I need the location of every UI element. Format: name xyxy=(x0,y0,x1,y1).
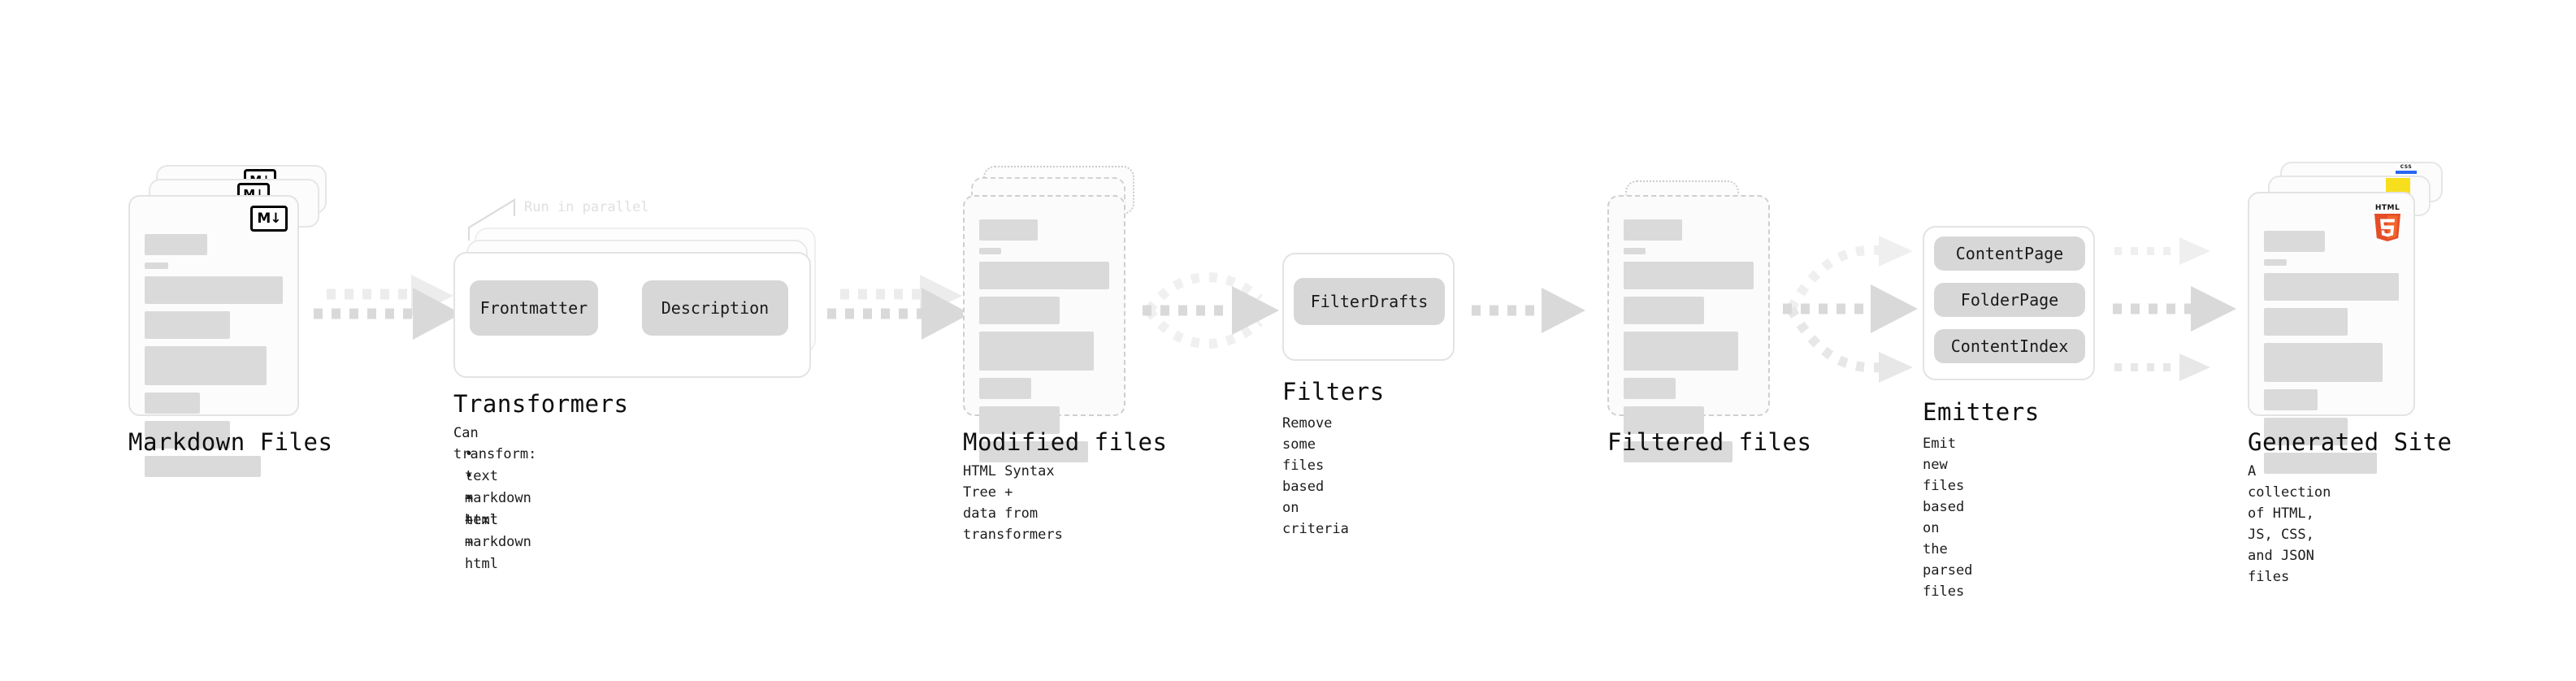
arrow-markdown-to-transformers xyxy=(307,268,478,358)
stage-title-transformers: Transformers xyxy=(453,390,629,418)
skeleton-bar xyxy=(2264,231,2325,252)
skeleton-bars xyxy=(2264,231,2399,481)
skeleton-bars xyxy=(1624,219,1754,470)
stage-title-filters: Filters xyxy=(1282,378,1385,406)
transformers-chip-frontmatter[interactable]: Frontmatter xyxy=(470,280,598,336)
html5-badge: HTML xyxy=(2370,201,2405,243)
skeleton-bar xyxy=(2264,259,2288,266)
markdown-badge: M↓ xyxy=(250,206,288,232)
run-in-parallel-bracket xyxy=(467,193,565,242)
skeleton-bar xyxy=(1624,378,1676,399)
stage-title-generated-site: Generated Site xyxy=(2248,428,2452,456)
stage-title-filtered-files: Filtered files xyxy=(1607,428,1812,456)
generated-site-card: HTML xyxy=(2248,192,2415,474)
filtered-file-card xyxy=(1607,195,1770,462)
js-badge xyxy=(2386,178,2410,194)
skeleton-bar xyxy=(145,276,283,304)
skeleton-bar xyxy=(2264,273,2399,301)
skeleton-bar xyxy=(1624,262,1754,289)
css-badge-label: CSS xyxy=(2400,164,2413,170)
transformers-chip-description[interactable]: Description xyxy=(642,280,788,336)
run-in-parallel-label: Run in parallel xyxy=(524,199,649,215)
arrow-filters-to-filtered xyxy=(1467,283,1605,348)
skeleton-bar xyxy=(979,297,1060,324)
skeleton-bar xyxy=(145,456,261,477)
skeleton-bars xyxy=(145,234,283,484)
skeleton-bar xyxy=(2264,308,2348,336)
skeleton-bar xyxy=(2264,418,2348,445)
generated-site-subtitle: A collection of HTML, JS, CSS, and JSON … xyxy=(2248,463,2331,585)
skeleton-bar xyxy=(1624,441,1733,462)
skeleton-bar xyxy=(145,393,200,414)
skeleton-bar xyxy=(145,346,267,385)
filters-chip-filterdrafts[interactable]: FilterDrafts xyxy=(1294,278,1445,325)
skeleton-bar xyxy=(1624,219,1682,241)
modified-file-card xyxy=(963,195,1125,462)
skeleton-bar xyxy=(979,378,1031,399)
skeleton-bar xyxy=(979,332,1094,371)
transformers-bullet-1: • markdown → markdown xyxy=(465,468,531,550)
skeleton-bar xyxy=(2264,389,2318,410)
arrow-transformers-to-modified xyxy=(821,268,983,358)
stage-title-modified-files: Modified files xyxy=(963,428,1168,456)
skeleton-bar xyxy=(1624,332,1738,371)
modified-files-subtitle: HTML Syntax Tree + data from transformer… xyxy=(963,463,1063,543)
arrow-modified-to-filters xyxy=(1138,260,1292,358)
svg-text:HTML: HTML xyxy=(2375,204,2400,212)
skeleton-bar xyxy=(979,248,1002,254)
skeleton-bar xyxy=(145,234,207,255)
skeleton-bar xyxy=(145,311,231,339)
arrow-filtered-to-emitters xyxy=(1780,236,1950,383)
skeleton-bar xyxy=(2264,453,2378,474)
skeleton-bars xyxy=(979,219,1109,470)
skeleton-bar xyxy=(145,421,231,449)
css-badge-underline xyxy=(2396,171,2417,174)
filters-subtitle: Remove some files based on criteria xyxy=(1282,415,1349,537)
emitters-chip-contentindex[interactable]: ContentIndex xyxy=(1934,329,2085,363)
skeleton-bar xyxy=(979,441,1089,462)
emitters-chip-contentpage[interactable]: ContentPage xyxy=(1934,236,2085,271)
stage-title-markdown-files: Markdown Files xyxy=(128,428,333,456)
emitters-subtitle: Emit new files based on the parsed files xyxy=(1923,436,1973,600)
skeleton-bar xyxy=(1624,248,1646,254)
skeleton-bar xyxy=(1624,406,1705,434)
skeleton-bar xyxy=(979,406,1060,434)
emitters-chip-folderpage[interactable]: FolderPage xyxy=(1934,283,2085,317)
css-badge: CSS xyxy=(2396,164,2417,175)
transformers-bullet-0: • text → text xyxy=(465,446,498,528)
skeleton-bar xyxy=(979,219,1038,241)
skeleton-bar xyxy=(2264,343,2383,382)
skeleton-bar xyxy=(145,262,168,269)
arrow-emitters-to-site xyxy=(2110,236,2264,382)
stage-title-emitters: Emitters xyxy=(1923,398,2040,426)
transformers-bullet-2: • html → html xyxy=(465,490,498,572)
markdown-file-card: M↓ xyxy=(128,195,299,477)
skeleton-bar xyxy=(1624,297,1705,324)
transformers-subtitle: Can transform: xyxy=(453,425,537,462)
skeleton-bar xyxy=(979,262,1109,289)
